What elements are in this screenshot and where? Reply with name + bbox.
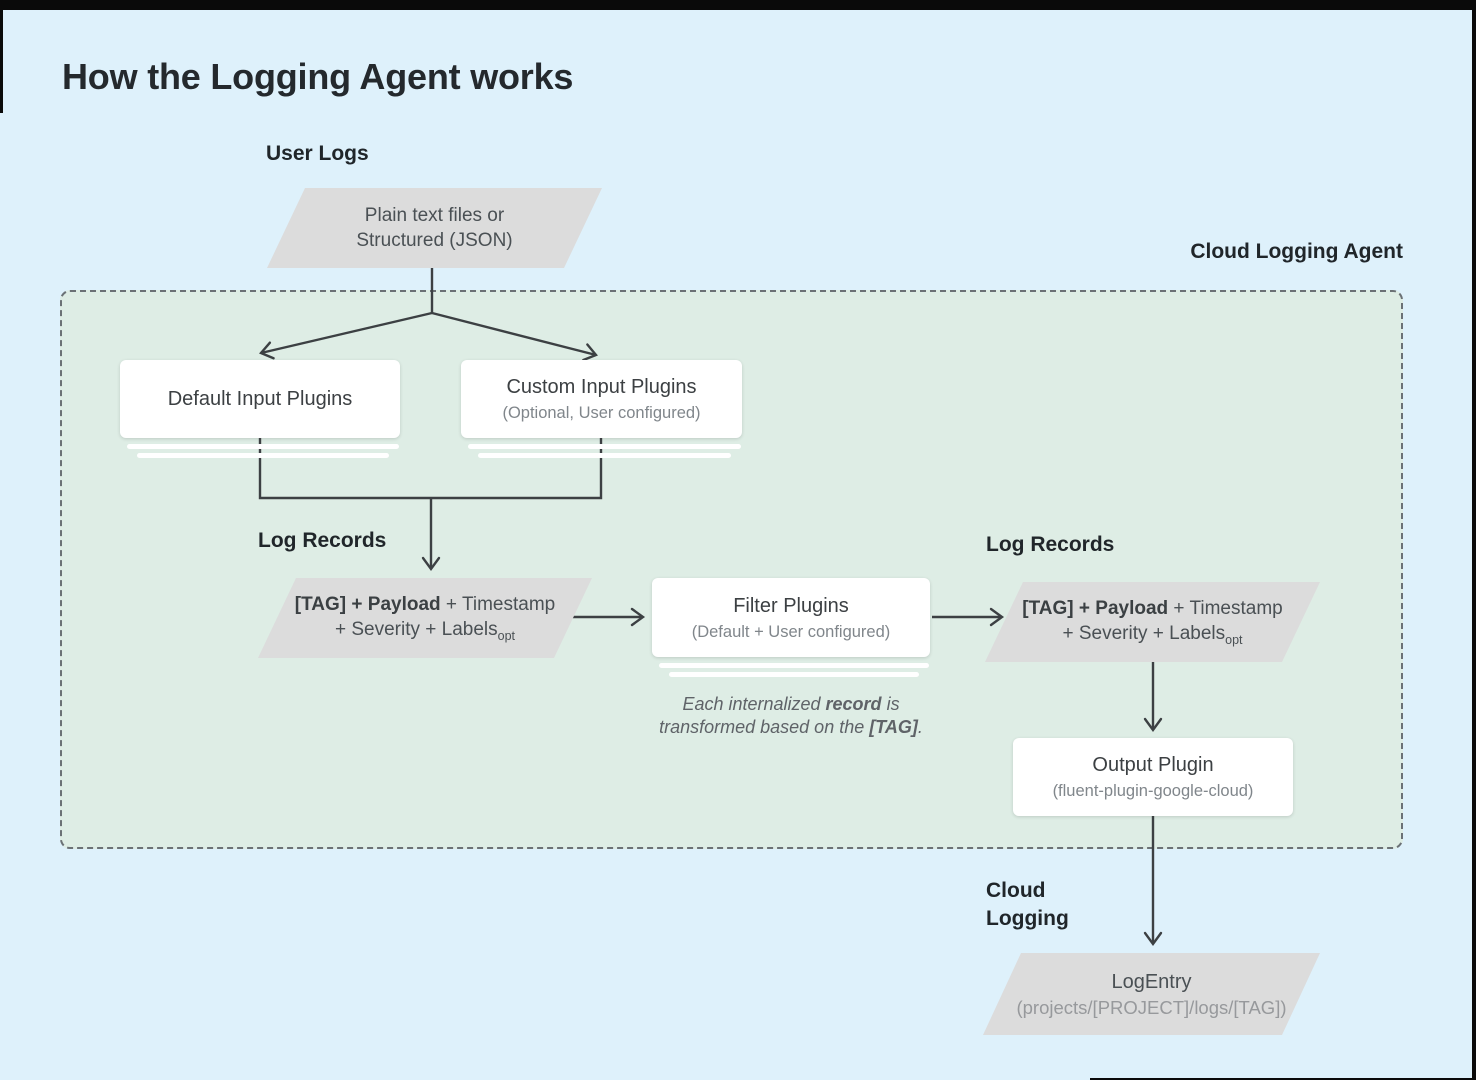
stack-line — [127, 444, 399, 449]
label-cloud-logging-agent: Cloud Logging Agent — [1190, 240, 1403, 263]
output-plugin-subtitle: (fluent-plugin-google-cloud) — [1052, 782, 1254, 800]
custom-input-plugins-title: Custom Input Plugins — [506, 376, 697, 398]
filter-note-line2: transformed based on the [TAG]. — [659, 717, 923, 737]
filter-plugins-title: Filter Plugins — [733, 594, 849, 617]
user-logs-line2: Structured (JSON) — [356, 230, 513, 251]
arrow-to-default-input — [259, 311, 433, 360]
log-record-left-subscript: opt — [497, 629, 516, 643]
stack-line — [468, 444, 741, 449]
node-default-input-plugins: Default Input Plugins — [120, 360, 400, 438]
user-logs-line1: Plain text files or — [364, 205, 505, 226]
shape-log-entry: LogEntry (projects/[PROJECT]/logs/[TAG]) — [983, 953, 1320, 1035]
log-record-left-regular: + Timestamp — [440, 594, 556, 615]
node-custom-input-plugins: Custom Input Plugins (Optional, User con… — [461, 360, 742, 438]
stack-line — [659, 663, 929, 668]
screen-edge-bottom — [1090, 1078, 1476, 1080]
filter-note: Each internalized record is transformed … — [640, 693, 942, 739]
stack-line — [137, 453, 389, 458]
label-cloud-logging: Cloud Logging — [986, 879, 1069, 930]
screen-edge-right — [1472, 0, 1476, 1080]
log-record-right-bold: [TAG] + Payload — [1022, 598, 1169, 619]
node-filter-plugins: Filter Plugins (Default + User configure… — [652, 578, 930, 657]
default-input-plugins-title: Default Input Plugins — [167, 388, 353, 410]
output-plugin-title: Output Plugin — [1092, 754, 1214, 776]
log-entry-title: LogEntry — [1111, 970, 1192, 993]
log-record-left-bold: [TAG] + Payload — [294, 594, 441, 615]
label-user-logs: User Logs — [266, 142, 369, 165]
page-title: How the Logging Agent works — [62, 56, 574, 97]
shape-user-logs-input: Plain text files or Structured (JSON) — [267, 188, 602, 268]
custom-input-plugins-subtitle: (Optional, User configured) — [502, 404, 701, 422]
screen-edge-left — [0, 0, 3, 113]
screen-edge-top — [0, 0, 1476, 10]
log-record-right-line1: [TAG] + Payload + Timestamp — [1022, 596, 1282, 621]
log-record-right-subscript: opt — [1225, 633, 1243, 647]
log-record-right-line2: + Severity + Labelsopt — [1062, 623, 1243, 647]
log-record-left-line1: [TAG] + Payload + Timestamp — [295, 592, 555, 617]
label-log-records-left: Log Records — [258, 529, 387, 552]
label-log-records-right: Log Records — [986, 533, 1115, 556]
arrow-to-custom-input — [431, 311, 598, 362]
node-output-plugin: Output Plugin (fluent-plugin-google-clou… — [1013, 738, 1293, 816]
log-record-right-regular: + Timestamp — [1168, 598, 1283, 619]
stack-line — [478, 453, 731, 458]
shape-log-record-right: [TAG] + Payload + Timestamp + Severity +… — [985, 582, 1320, 662]
log-entry-subtitle: (projects/[PROJECT]/logs/[TAG]) — [1016, 996, 1287, 1018]
filter-plugins-subtitle: (Default + User configured) — [691, 622, 891, 641]
stack-line — [669, 672, 919, 677]
filter-note-line1: Each internalized record is — [682, 694, 900, 714]
log-record-left-line2: + Severity + Labelsopt — [334, 619, 516, 643]
shape-log-record-left: [TAG] + Payload + Timestamp + Severity +… — [258, 578, 592, 658]
